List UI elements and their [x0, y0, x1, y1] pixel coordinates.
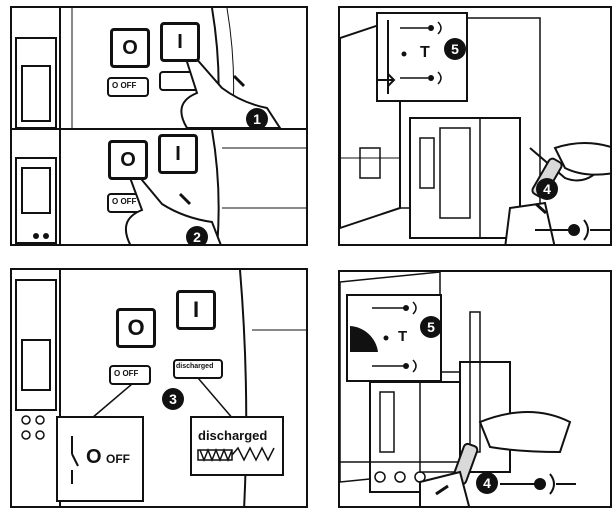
indicator-letter-bottom: T — [398, 328, 408, 345]
open-button-top[interactable]: O — [110, 28, 150, 68]
open-button-symbol-c: O — [127, 315, 145, 340]
panel-verify-status: O I O OFF discharged 3 O OFF discharged — [10, 268, 308, 508]
step-badge-5-top: 5 — [444, 38, 466, 60]
open-button-symbol: O — [122, 36, 138, 59]
panel-a-drawing — [12, 8, 306, 244]
step-badge-1: 1 — [246, 108, 268, 130]
off-label-top: O OFF — [112, 81, 137, 90]
panel-rack-in: T 5 4 — [338, 270, 612, 508]
discharged-callout: discharged — [190, 416, 284, 476]
panel-d-drawing — [340, 272, 576, 506]
close-button-top[interactable]: I — [160, 22, 200, 62]
open-button-c[interactable]: O — [116, 308, 156, 348]
step-badge-4-bottom: 4 — [476, 472, 498, 494]
off-callout-text: OFF — [106, 452, 130, 466]
indicator-window-bottom — [350, 301, 417, 373]
step-badge-5-bottom: 5 — [420, 316, 442, 338]
off-switch-symbol — [71, 436, 79, 484]
indicator-letter-top: T — [420, 44, 430, 61]
step-badge-3: 3 — [162, 388, 184, 410]
open-button-symbol-bottom: O — [120, 148, 136, 171]
position-indicator-callout-bottom: T — [346, 294, 442, 382]
position-indicator-callout-top: T — [376, 12, 468, 102]
panel-open-breaker: O I O I O OFF O OFF 1 2 — [10, 6, 308, 246]
close-button-symbol-bottom: I — [175, 142, 181, 165]
off-callout-symbol: O — [86, 446, 102, 468]
off-label-bottom: O OFF — [112, 197, 137, 206]
panel-b-drawing — [340, 16, 610, 244]
close-button-symbol-c: I — [192, 297, 200, 322]
close-button-c[interactable]: I — [176, 290, 216, 330]
step-badge-2: 2 — [186, 226, 208, 244]
close-button-symbol: I — [177, 30, 183, 53]
step-badge-4-top: 4 — [536, 178, 558, 200]
panel-c-drawing — [15, 270, 306, 506]
panel-rack-out: T 5 4 — [338, 6, 612, 246]
indicator-window-top — [378, 20, 442, 94]
close-button-bottom[interactable]: I — [158, 134, 198, 174]
discharged-label-c: discharged — [176, 363, 214, 370]
off-label-c: O OFF — [114, 369, 139, 378]
open-button-bottom[interactable]: O — [108, 140, 148, 180]
spring-icon — [197, 446, 275, 463]
off-callout: O OFF — [56, 416, 144, 502]
discharged-callout-text: discharged — [198, 428, 268, 443]
